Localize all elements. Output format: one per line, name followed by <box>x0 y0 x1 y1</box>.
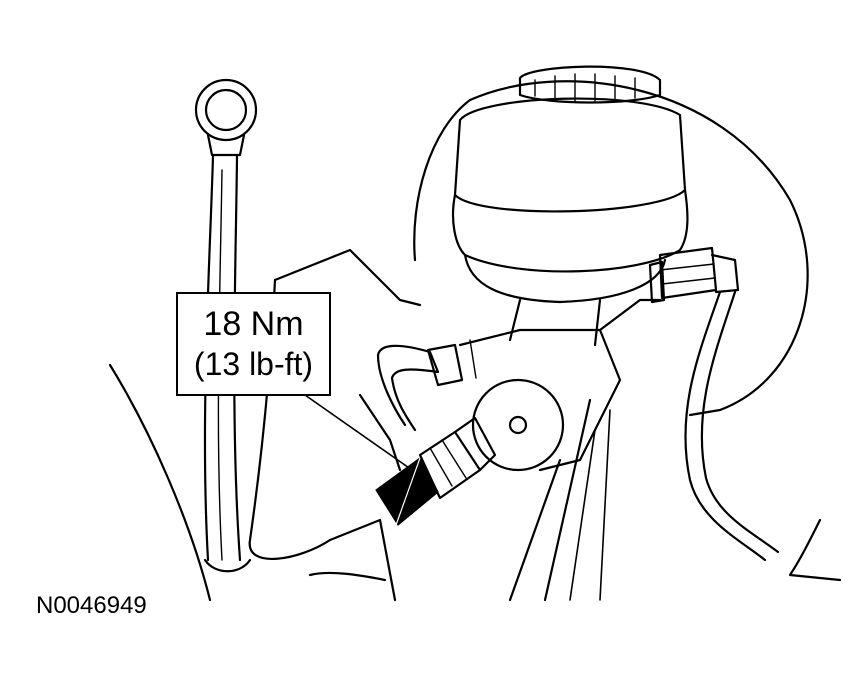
master-cylinder <box>458 298 662 602</box>
callout-leader <box>304 394 413 471</box>
lower-housing <box>788 518 842 582</box>
torque-imperial-value: (13 lb-ft) <box>193 346 314 382</box>
tube-nut <box>375 416 497 526</box>
background-housing <box>413 80 809 417</box>
torque-metric-value: 18 Nm <box>203 305 304 343</box>
torque-spec-callout: 18 Nm (13 lb-ft) <box>176 292 331 396</box>
brake-line-fitting <box>376 339 477 432</box>
fluid-reservoir <box>451 65 689 347</box>
figure-id-label: N0046949 <box>36 592 147 619</box>
wiring-harness <box>684 290 780 562</box>
electrical-connector <box>648 246 740 304</box>
